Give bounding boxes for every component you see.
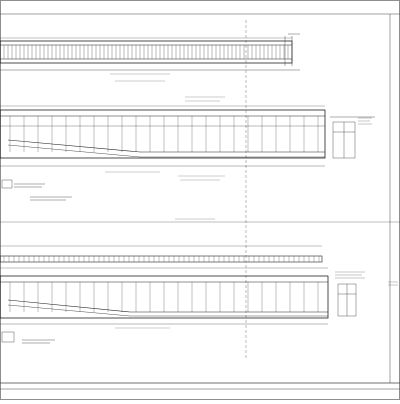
bottom-beam-top-chord — [0, 255, 323, 263]
middle-beam-caption-marks — [105, 96, 225, 181]
bottom-beam-outline — [0, 275, 329, 319]
middle-beam-haunch-inner — [7, 144, 325, 158]
middle-beam-outline — [0, 109, 326, 159]
bottom-beam-haunch-inner — [7, 304, 328, 317]
top-beam — [0, 33, 300, 82]
top-beam-end-detail — [284, 33, 300, 66]
middle-beam-haunch — [7, 139, 325, 153]
top-beam-stiffeners — [3, 45, 289, 59]
top-beam-caption-marks — [110, 73, 170, 82]
middle-beam-section-detail — [330, 116, 375, 159]
bottom-left-detail — [1, 331, 55, 344]
middle-beam — [0, 96, 375, 201]
middle-beam-stiffeners — [9, 116, 319, 152]
bottom-beam-notes-right — [335, 271, 398, 286]
top-beam-outline — [0, 40, 293, 64]
bottom-beam-haunch — [7, 299, 328, 313]
bottom-beam-section-detail — [337, 283, 357, 317]
bottom-beam-chord-ticks — [3, 256, 320, 262]
bottom-beam-stiffeners — [9, 282, 319, 312]
bottom-beam — [0, 245, 398, 344]
middle-left-detail — [1, 179, 72, 201]
middle-beam-notes-right — [358, 117, 372, 125]
